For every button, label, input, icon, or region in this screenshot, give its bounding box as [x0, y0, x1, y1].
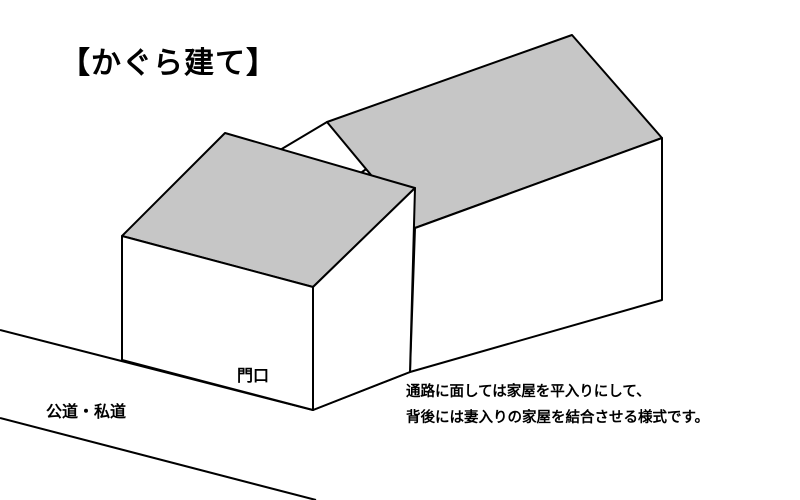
road-label: 公道・私道 — [46, 402, 127, 421]
diagram-title: 【かぐら建て】 — [60, 46, 277, 81]
front-building-gable-wall — [312, 187, 416, 411]
front-building — [121, 132, 416, 411]
description-text: 通路に面しては家屋を平入りにして、 背後には妻入りの家屋を結合させる様式です。 — [406, 379, 709, 431]
road-lower-edge — [0, 417, 317, 500]
description-line-2: 背後には妻入りの家屋を結合させる様式です。 — [406, 410, 710, 426]
description-line-1: 通路に面しては家屋を平入りにして、 — [406, 384, 651, 400]
gate-label: 門口 — [237, 366, 270, 385]
